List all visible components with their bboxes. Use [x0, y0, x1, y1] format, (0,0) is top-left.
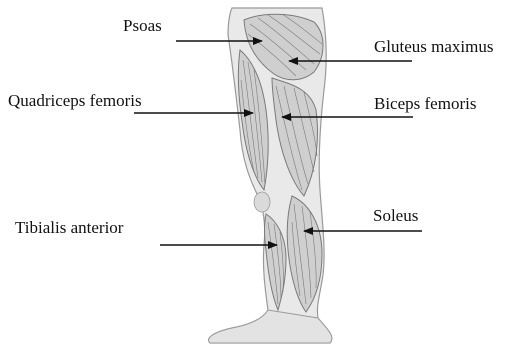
- label-biceps-femoris: Biceps femoris: [374, 95, 476, 112]
- knee: [254, 192, 270, 212]
- label-gluteus-maximus: Gluteus maximus: [374, 38, 493, 55]
- label-quadriceps-femoris: Quadriceps femoris: [8, 92, 142, 109]
- label-tibialis-anterior: Tibialis anterior: [15, 219, 123, 236]
- label-psoas: Psoas: [123, 17, 162, 34]
- label-soleus: Soleus: [373, 207, 418, 224]
